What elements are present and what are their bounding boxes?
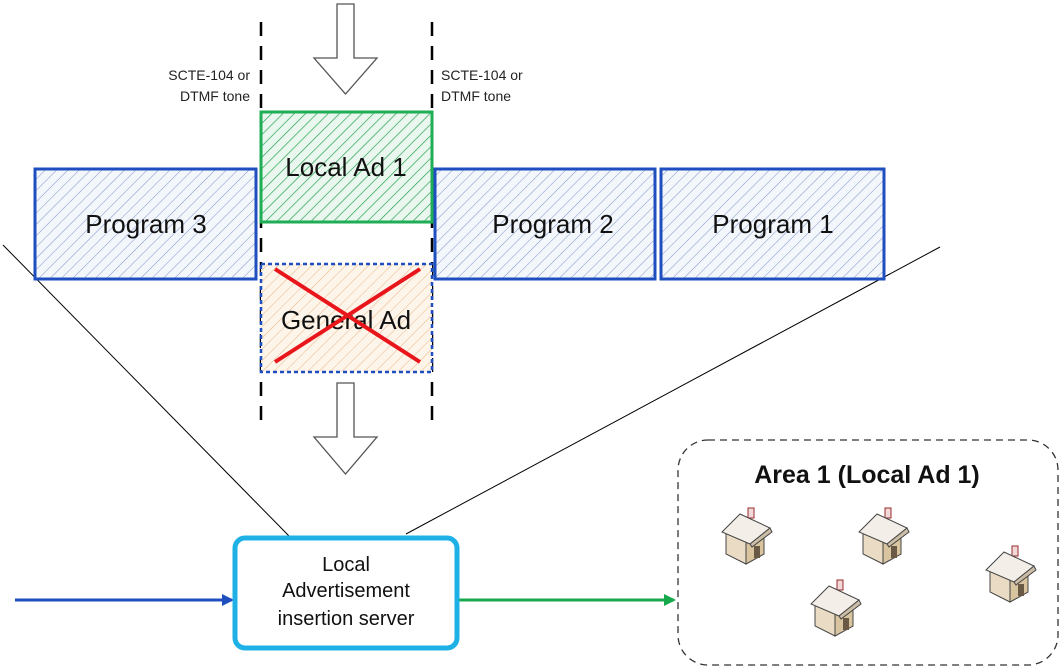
house-icon [858, 507, 910, 565]
local-ad-label: Local Ad 1 [285, 152, 406, 182]
program-3-block [33, 167, 258, 281]
program-3-label: Program 3 [85, 209, 206, 239]
insertion-server-box [232, 535, 460, 651]
cue-label-left-line2: DTMF tone [180, 88, 250, 104]
house-icon [810, 579, 862, 637]
area-title: Area 1 (Local Ad 1) [754, 461, 980, 489]
server-label-line2: Advertisement [282, 580, 410, 602]
cue-label-right-line1: SCTE-104 or [441, 67, 523, 83]
local-ad-block [259, 110, 434, 224]
program-1-label: Program 1 [712, 209, 833, 239]
house-icon [721, 507, 773, 565]
down-arrow-icon [312, 382, 379, 476]
program-2-label: Program 2 [492, 209, 613, 239]
funnel-line-left [2, 244, 291, 538]
general-ad-label: General Ad [281, 305, 411, 335]
house-icon [985, 545, 1037, 603]
cue-label-left-line1: SCTE-104 or [168, 67, 250, 83]
cue-label-right-line2: DTMF tone [441, 88, 511, 104]
funnel-line-right [405, 246, 941, 535]
cross-out-icon [273, 267, 422, 364]
server-label-line3: insertion server [278, 608, 415, 630]
program-1-block [659, 167, 886, 281]
down-arrow-icon [312, 3, 379, 95]
server-label-line1: Local [322, 554, 370, 576]
program-2-block [433, 167, 657, 281]
